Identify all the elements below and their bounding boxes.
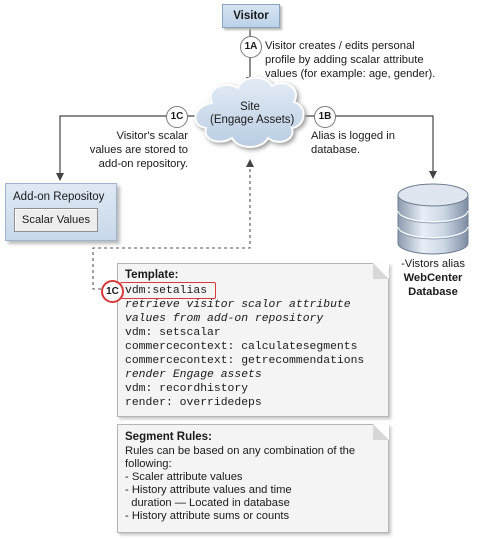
step-1b-text-line2: database. — [311, 144, 361, 156]
segment-rule-line: following: — [125, 458, 172, 470]
step-1a-text-line1: Visitor creates / edits personal — [265, 40, 415, 52]
database-cylinder — [397, 183, 469, 255]
segment-rule-line: - Scaler attribute values — [125, 471, 243, 483]
database-name-line2: Database — [408, 286, 458, 298]
database-alias-label: -Vistors alias — [401, 258, 465, 270]
setalias-highlight — [120, 282, 216, 299]
step-1c-badge: 1C — [166, 106, 188, 128]
step-1c-text-line3: add-on repository. — [98, 158, 188, 170]
segment-rule-line: duration — Located in database — [125, 497, 290, 509]
site-subtitle: (Engage Assets) — [210, 114, 295, 126]
dashed-template-to-site — [92, 159, 254, 290]
addon-repository-title: Add-on Repositoy — [13, 191, 105, 203]
step-1c-text-line1: Visitor's scalar — [116, 130, 188, 142]
step-1a-badge: 1A — [240, 36, 262, 58]
template-line: commercecontext: getrecommendations — [125, 355, 365, 367]
template-note: Template: vdm:setalias retrieve visitor … — [117, 263, 389, 417]
step-1b-badge: 1B — [314, 106, 336, 128]
site-cloud — [194, 76, 305, 148]
template-line: render: overridedeps — [125, 397, 262, 409]
template-line: vdm: recordhistory — [125, 383, 249, 395]
segment-rule-line: Rules can be based on any combination of… — [125, 445, 356, 457]
note-fold — [373, 424, 389, 440]
template-line: retrieve visitor scalor attribute — [125, 299, 351, 311]
segment-rule-line: - History attribute values and time — [125, 484, 292, 496]
template-line: commercecontext: calculatesegments — [125, 341, 358, 353]
visitor-box: Visitor — [222, 4, 280, 28]
scalar-values-button: Scalar Values — [14, 208, 98, 232]
segment-rule-line: - History attribute sums or counts — [125, 510, 290, 522]
arrow-site-to-database — [300, 115, 437, 179]
arrow-site-to-addon — [56, 115, 200, 181]
visitor-label: Visitor — [233, 10, 269, 22]
template-line: vdm:setalias — [125, 285, 208, 297]
step-1c-text-line2: values are stored to — [89, 144, 188, 156]
template-line: vdm: setscalar — [125, 327, 221, 339]
segment-rules-title: Segment Rules: — [125, 431, 212, 443]
template-line: values from add-on repository — [125, 313, 324, 325]
step-1a-text-line3: values (for example: age, gender). — [265, 68, 436, 80]
note-fold — [373, 263, 389, 279]
site-title: Site — [240, 101, 260, 113]
template-line: render Engage assets — [125, 369, 262, 381]
step-1b-text-line1: Alias is logged in — [311, 130, 395, 142]
database-name-line1: WebCenter — [403, 272, 463, 284]
template-title: Template: — [125, 269, 179, 281]
step-1a-text-line2: profile by adding scalar attribute — [265, 54, 424, 66]
addon-repository-box: Add-on Repositoy Scalar Values — [5, 183, 117, 241]
template-1c-badge: 1C — [101, 280, 124, 303]
segment-rules-note: Segment Rules: Rules can be based on any… — [117, 424, 389, 533]
